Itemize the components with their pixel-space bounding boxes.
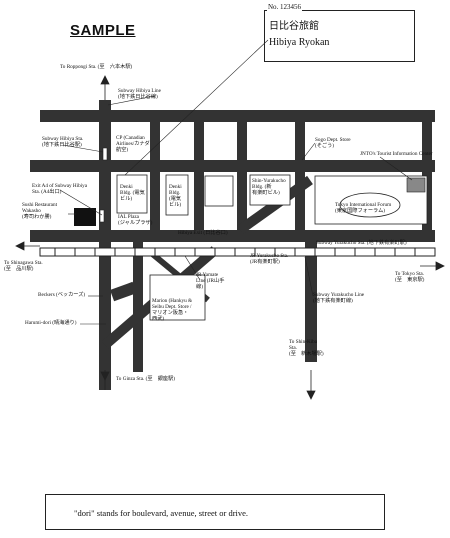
denki-bldg-1	[116, 174, 148, 214]
label-shin-kiba: To Shin-Kiba Sta. (至 新木場駅)	[289, 339, 324, 357]
label-shinagawa: To Shinagawa Sta. (至 品川駅)	[4, 260, 43, 272]
label-jnto: JNTO's Tourist Information Center	[360, 151, 433, 157]
direction-arrows	[15, 75, 445, 400]
harumi-dori	[110, 281, 137, 302]
road-v2	[150, 122, 160, 230]
label-ginza: To Ginza Sta. (至 銀座駅)	[116, 376, 175, 382]
leader-lines	[59, 39, 413, 325]
label-tokyo-forum: Tokyo International Forum (東京国際フォーラム)	[335, 202, 392, 214]
road-south	[30, 230, 435, 242]
road-v7	[133, 242, 143, 372]
label-roppongi: To Roppongi Sta. (至 六本木駅)	[60, 64, 133, 70]
label-hibiya-exit: Hibiya Exit (日比谷口)	[178, 230, 228, 236]
label-sushi: Sushi Restaurant Wakasho (寿司わか勝)	[22, 202, 58, 220]
jnto-center	[406, 177, 426, 193]
forum-oval	[339, 192, 401, 218]
id-number: No. 123456	[267, 3, 303, 11]
label-shin-yurakucho: Shin-Yurakucho Bldg. (新 有楽町ビル)	[252, 178, 286, 196]
road-west-main	[99, 100, 111, 390]
sample-label: SAMPLE	[70, 22, 136, 39]
road-middle	[30, 160, 435, 172]
label-hibiya-sta: Subway Hibiya Sta. (地下鉄日比谷駅)	[42, 136, 84, 148]
hotel-id-box: No. 123456 日比谷旅館 Hibiya Ryokan	[264, 3, 415, 62]
label-ial-plaza: IAL Plaza (ジャルプラザ)	[118, 214, 153, 226]
label-marion: Marion (Hankyu & Seibu Dept. Store / マリオ…	[152, 298, 193, 322]
label-cp-airlines: CP (Canadian Airlines/カナダ 航空)	[116, 135, 150, 153]
label-sogo: Sogo Dept. Store (そごう)	[315, 137, 351, 149]
sushi-restaurant	[74, 208, 96, 226]
hotel-name-jp: 日比谷旅館	[269, 21, 319, 32]
hibiya-sta-marker	[102, 147, 108, 161]
road-v5	[295, 122, 305, 230]
label-tokyo-sta: To Tokyo Sta. (至 東京駅)	[395, 271, 425, 283]
label-exit-a4: Exit A4 of Subway Hibiya Sta. (A4出口)	[32, 183, 88, 195]
exit-a4-marker	[99, 209, 105, 223]
footer-note: "dori" stands for boulevard, avenue, str…	[45, 494, 385, 530]
label-harumi-dori: Harumi-dori (晴海通り)	[25, 320, 77, 326]
label-jr-yamate: JR Yamate Line (JR山手 線)	[196, 272, 225, 290]
label-subway-yurakucho-sta: Subway Yurakucho Sta. (地下鉄有楽町駅)	[316, 240, 407, 246]
label-subway-yurakucho-line: Subway Yurakucho Line (地下鉄有楽町線)	[313, 292, 365, 304]
road-north	[40, 110, 435, 122]
road-v4	[237, 122, 247, 230]
denki-bldg-2	[165, 174, 189, 216]
road-v3	[194, 122, 204, 230]
label-denki-2: Denki Bldg. (電気 ビル)	[169, 184, 182, 208]
ial-plaza	[204, 175, 234, 207]
label-hibiya-line: Subway Hibiya Line (地下鉄日比谷線)	[118, 88, 161, 100]
marion-bldg	[149, 274, 206, 321]
jr-railway	[39, 247, 436, 257]
label-beckers: Beckers (ベッカーズ)	[38, 292, 86, 298]
label-denki-1: Denki Bldg. (電気 ビル)	[120, 184, 145, 202]
shin-yurakucho-bldg	[249, 174, 291, 206]
hotel-name-en: Hibiya Ryokan	[269, 37, 330, 48]
railway-ticks	[54, 248, 416, 256]
label-jr-yurakucho: JR Yurakucho Sta. (JR有楽町駅)	[250, 253, 289, 265]
